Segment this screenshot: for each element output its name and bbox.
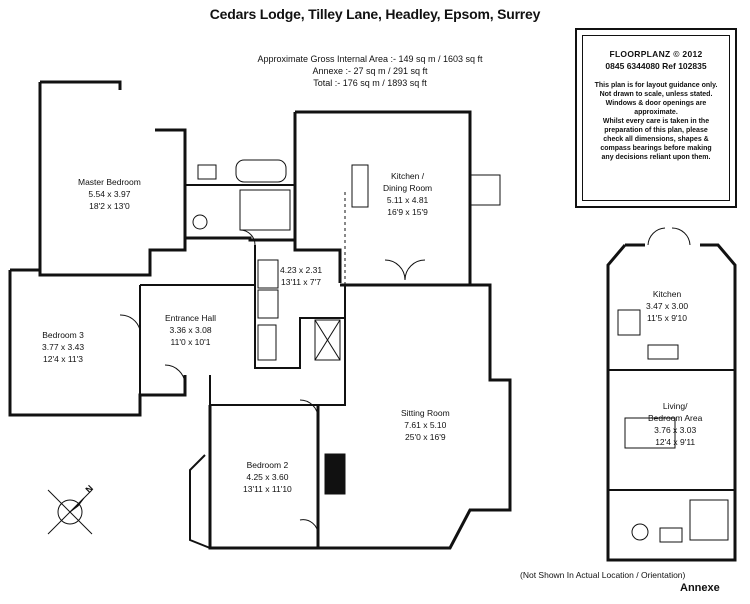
room-master-bedroom: Master Bedroom 5.54 x 3.97 18'2 x 13'0 <box>78 177 141 211</box>
gross-area-text: Approximate Gross Internal Area :- 149 s… <box>257 54 483 64</box>
brand-text: FLOORPLANZ © 2012 <box>609 49 703 59</box>
room-bedroom-2: Bedroom 2 4.25 x 3.60 13'11 x 11'10 <box>243 460 292 494</box>
room-kitchen-dining: Kitchen / Dining Room 5.11 x 4.81 16'9 x… <box>383 171 433 217</box>
room-bedroom-3: Bedroom 3 3.77 x 3.43 12'4 x 11'3 <box>42 330 85 364</box>
page-title: Cedars Lodge, Tilley Lane, Headley, Epso… <box>209 6 541 22</box>
disclaimer-text: This plan is for layout guidance only. N… <box>594 82 718 161</box>
room-utility: 4.23 x 2.31 13'11 x 7'7 <box>280 265 323 287</box>
room-entrance-hall: Entrance Hall 3.36 x 3.08 11'0 x 10'1 <box>165 313 217 347</box>
room-annexe-kitchen: Kitchen 3.47 x 3.00 11'5 x 9'10 <box>646 289 689 323</box>
phone-ref-text: 0845 6344080 Ref 102835 <box>605 61 707 71</box>
room-sitting-room: Sitting Room 7.61 x 5.10 25'0 x 16'9 <box>401 408 450 442</box>
annexe-area-text: Annexe :- 27 sq m / 291 sq ft <box>312 66 428 76</box>
total-area-text: Total :- 176 sq m / 1893 sq ft <box>313 78 427 88</box>
disclaimer-box: FLOORPLANZ © 2012 0845 6344080 Ref 10283… <box>575 28 737 208</box>
room-annexe-living: Living/ Bedroom Area 3.76 x 3.03 12'4 x … <box>648 401 703 447</box>
annexe-label: Annexe <box>680 582 720 594</box>
annexe-location-note: (Not Shown In Actual Location / Orientat… <box>520 570 686 580</box>
